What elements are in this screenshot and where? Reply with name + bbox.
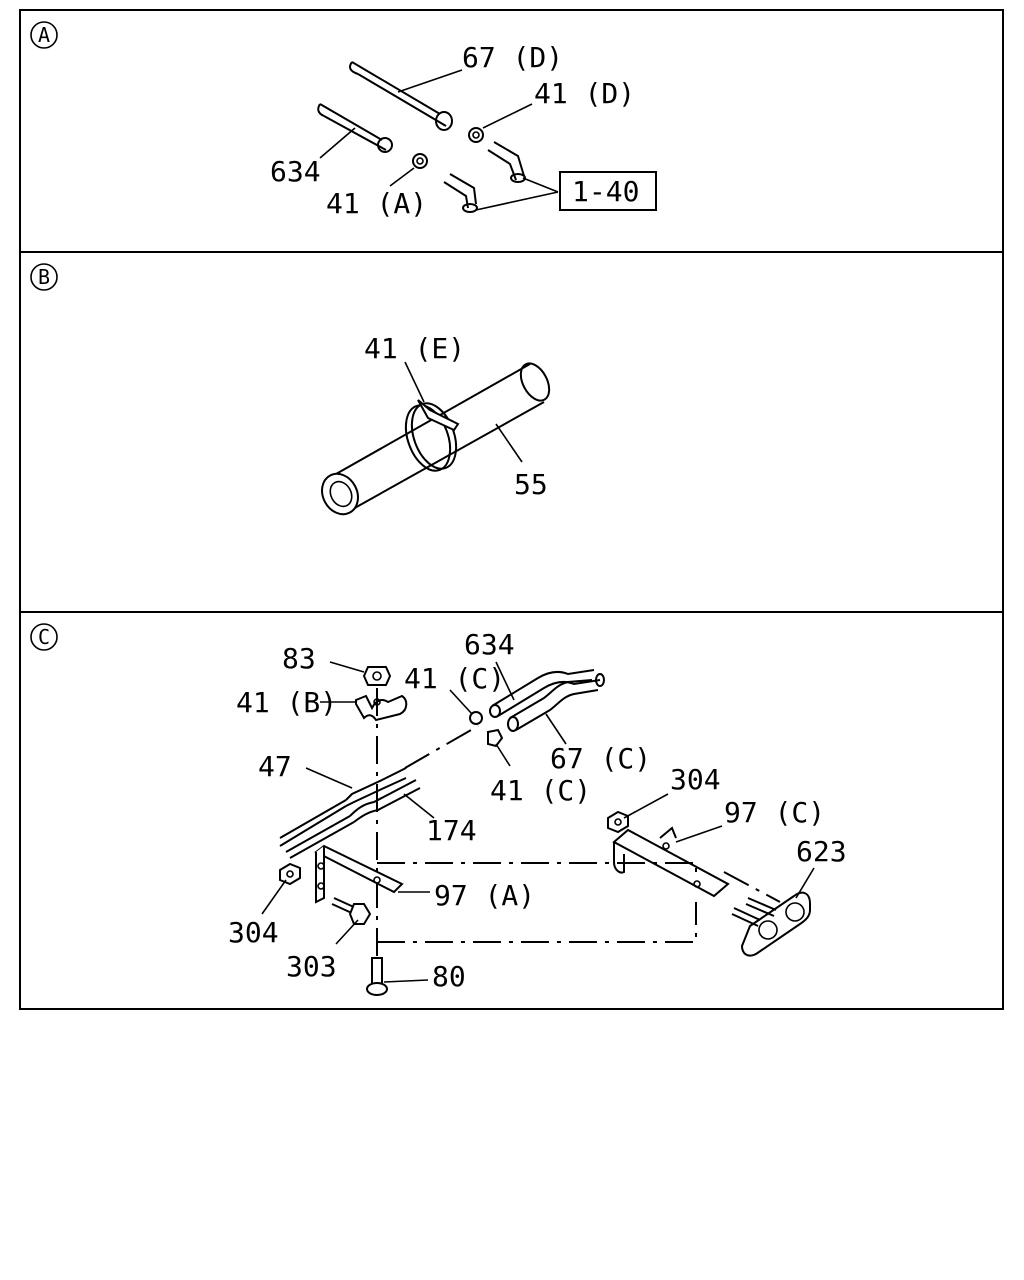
elbow-1-40-lower xyxy=(443,173,478,213)
pipe-174 xyxy=(285,779,421,859)
label-634-c: 634 xyxy=(464,628,515,661)
label-47: 47 xyxy=(258,750,292,783)
box-1-40 xyxy=(559,171,657,211)
clamp-41b xyxy=(355,694,408,722)
nut-304-right xyxy=(607,810,629,834)
label-304-left: 304 xyxy=(228,916,279,949)
label-41b: 41 (B) xyxy=(236,686,337,719)
label-97c: 97 (C) xyxy=(724,796,825,829)
clamp-41e xyxy=(404,399,460,472)
hose-67d xyxy=(349,61,453,131)
leader-41d xyxy=(482,103,533,129)
panel-a-letter: A xyxy=(38,23,50,47)
axis-623 xyxy=(723,871,781,903)
leader-1-40-lower xyxy=(475,191,559,211)
panel-b-marker: B xyxy=(30,263,58,291)
leader-1-40-upper xyxy=(522,177,559,193)
leader-634-c xyxy=(495,661,515,701)
panel-c-marker: C xyxy=(30,623,58,651)
clip-41a xyxy=(412,153,428,169)
label-1-40: 1-40 xyxy=(572,175,639,208)
label-83: 83 xyxy=(282,642,316,675)
leader-41c-upper xyxy=(449,689,473,715)
leader-623 xyxy=(795,867,815,899)
clip-41c-upper xyxy=(469,711,483,725)
leader-80 xyxy=(383,979,429,983)
leader-304-left xyxy=(261,879,287,915)
nut-304-left xyxy=(279,862,301,886)
label-55: 55 xyxy=(514,468,548,501)
leader-303 xyxy=(335,919,359,945)
label-304-right: 304 xyxy=(670,763,721,796)
label-97a: 97 (A) xyxy=(434,879,535,912)
hose-634-a xyxy=(317,103,393,153)
clip-41c-lower xyxy=(487,728,504,748)
panel-c-frame xyxy=(19,611,1004,1010)
leader-47 xyxy=(305,767,353,789)
leader-97c xyxy=(675,825,723,843)
panel-b-letter: B xyxy=(38,265,50,289)
axis-bracket-upper xyxy=(377,862,697,880)
bolt-80 xyxy=(366,957,388,996)
label-303: 303 xyxy=(286,950,337,983)
label-41e: 41 (E) xyxy=(364,332,465,365)
label-41c-upper: 41 (C) xyxy=(404,662,505,695)
hose-67c xyxy=(507,679,599,732)
axis-bracket-lower xyxy=(377,902,697,943)
label-41c-lower: 41 (C) xyxy=(490,774,591,807)
label-67d: 67 (D) xyxy=(462,41,563,74)
leader-67c xyxy=(545,713,567,745)
leader-83 xyxy=(329,661,365,673)
elbow-1-40-upper xyxy=(487,141,526,183)
plate-623 xyxy=(731,891,811,957)
nut-83 xyxy=(362,666,392,686)
bolt-303 xyxy=(331,897,372,925)
leader-55 xyxy=(495,423,523,463)
label-634-a: 634 xyxy=(270,155,321,188)
label-623: 623 xyxy=(796,835,847,868)
label-41d: 41 (D) xyxy=(534,77,635,110)
axis-hose-clips xyxy=(404,725,479,769)
label-80: 80 xyxy=(432,960,466,993)
leader-41e xyxy=(404,361,425,403)
leader-304-right xyxy=(623,793,669,819)
leader-634-a xyxy=(319,127,356,159)
label-41a: 41 (A) xyxy=(326,187,427,220)
panel-a-marker: A xyxy=(30,21,58,49)
leader-67d xyxy=(397,69,463,93)
bracket-97a xyxy=(314,844,404,904)
label-174: 174 xyxy=(426,814,477,847)
leader-41c-lower xyxy=(495,743,511,767)
panel-c-letter: C xyxy=(38,625,50,649)
clip-41d xyxy=(468,127,484,143)
panel-b-frame xyxy=(19,251,1004,613)
label-67c: 67 (C) xyxy=(550,742,651,775)
pipe-47 xyxy=(279,767,407,847)
leader-174 xyxy=(403,793,435,819)
hose-634-c xyxy=(489,669,605,718)
leader-41a xyxy=(389,167,415,187)
